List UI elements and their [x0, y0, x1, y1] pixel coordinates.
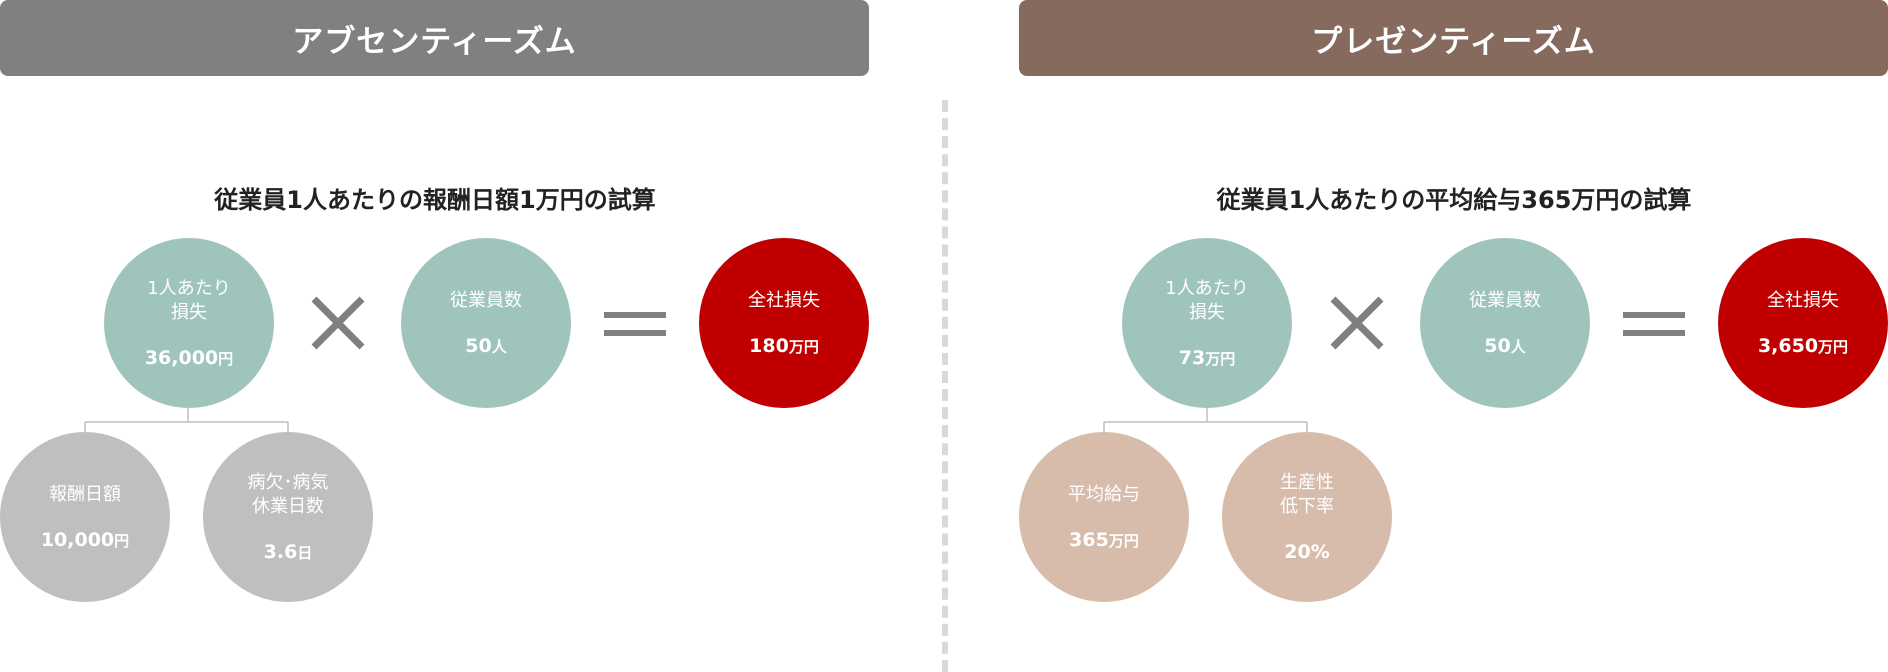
presenteeism-avg-salary-circle: 平均給与 365万円 [1019, 432, 1189, 602]
circle-label: 1人あたり 損失 [147, 278, 231, 323]
absenteeism-connector [84, 408, 289, 436]
absenteeism-sick-days-circle: 病欠･病気 休業日数 3.6日 [203, 432, 373, 602]
circle-value: 3.6日 [263, 541, 313, 563]
circle-label: 生産性 低下率 [1280, 472, 1334, 517]
absenteeism-employees-circle: 従業員数 50人 [401, 238, 571, 408]
circle-label: 従業員数 [450, 290, 522, 311]
presenteeism-calc-title: 従業員1人あたりの平均給与365万円の試算 [1216, 186, 1692, 214]
circle-label: 全社損失 [1767, 290, 1839, 311]
circle-label: 平均給与 [1068, 484, 1140, 505]
circle-value: 20% [1284, 541, 1330, 563]
circle-value: 10,000円 [40, 529, 130, 551]
multiply-icon [1330, 296, 1384, 350]
circle-value: 73万円 [1178, 347, 1236, 369]
absenteeism-loss-per-person-circle: 1人あたり 損失 36,000円 [104, 238, 274, 408]
absenteeism-daily-pay-circle: 報酬日額 10,000円 [0, 432, 170, 602]
presenteeism-employees-circle: 従業員数 50人 [1420, 238, 1590, 408]
presenteeism-header-text: プレゼンティーズム [1311, 23, 1596, 60]
circle-value: 36,000円 [144, 347, 234, 369]
equals-icon [1623, 312, 1685, 336]
circle-value: 180万円 [749, 335, 819, 357]
circle-value: 365万円 [1069, 529, 1139, 551]
circle-label: 1人あたり 損失 [1165, 278, 1249, 323]
circle-label: 病欠･病気 休業日数 [247, 472, 329, 517]
absenteeism-header-text: アブセンティーズム [292, 23, 577, 60]
section-divider [942, 100, 948, 672]
equals-icon [604, 312, 666, 336]
circle-value: 50人 [465, 335, 507, 357]
circle-label: 報酬日額 [49, 484, 121, 505]
presenteeism-loss-per-person-circle: 1人あたり 損失 73万円 [1122, 238, 1292, 408]
presenteeism-total-loss-circle: 全社損失 3,650万円 [1718, 238, 1888, 408]
multiply-icon [311, 296, 365, 350]
absenteeism-calc-title: 従業員1人あたりの報酬日額1万円の試算 [214, 186, 656, 214]
presenteeism-header: プレゼンティーズム [1019, 0, 1888, 76]
presenteeism-productivity-drop-circle: 生産性 低下率 20% [1222, 432, 1392, 602]
circle-value: 50人 [1484, 335, 1526, 357]
circle-value: 3,650万円 [1757, 335, 1849, 357]
circle-label: 従業員数 [1469, 290, 1541, 311]
absenteeism-total-loss-circle: 全社損失 180万円 [699, 238, 869, 408]
presenteeism-connector [1103, 408, 1308, 436]
absenteeism-header: アブセンティーズム [0, 0, 869, 76]
circle-label: 全社損失 [748, 290, 820, 311]
